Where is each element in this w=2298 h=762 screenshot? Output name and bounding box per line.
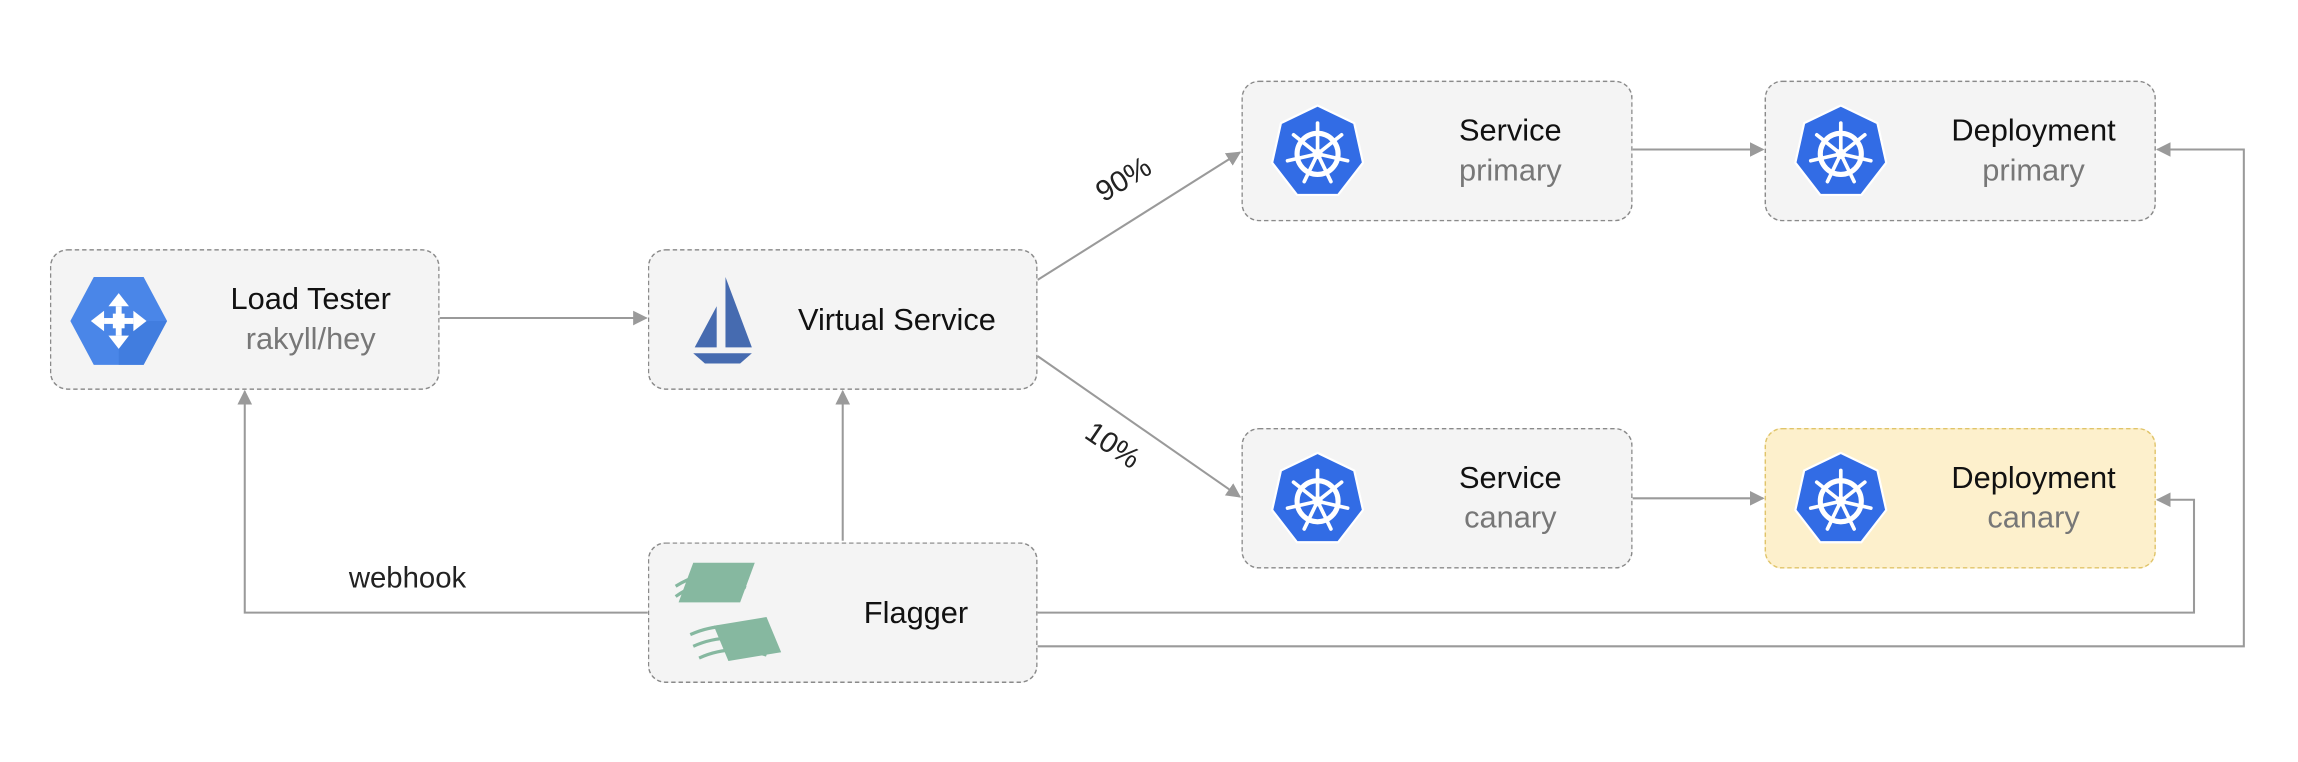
node-deployment-primary[interactable]: Deployment primary	[1764, 80, 2156, 222]
node-title: Deployment	[1951, 461, 2116, 496]
node-title: Flagger	[863, 595, 969, 630]
node-title: Load Tester	[230, 282, 391, 317]
node-deployment-canary[interactable]: Deployment canary	[1764, 427, 2156, 569]
kubernetes-wheel-icon	[1794, 104, 1888, 197]
node-service-canary[interactable]: Service canary	[1241, 427, 1633, 569]
edge-flagger-to-deployment-canary	[1037, 492, 2196, 614]
node-flagger[interactable]: Flagger	[647, 542, 1038, 683]
node-subtitle: primary	[1982, 153, 2085, 188]
node-title: Service	[1458, 114, 1562, 149]
service-primary-text: Service primary	[1389, 82, 1631, 220]
node-subtitle: canary	[1464, 501, 1557, 535]
node-title: Service	[1458, 461, 1562, 496]
deployment-primary-text: Deployment primary	[1913, 82, 2155, 220]
service-canary-text: Service canary	[1389, 429, 1631, 567]
edge-flagger-to-deployment-primary	[1037, 142, 2245, 648]
virtual-service-text: Virtual Service	[775, 251, 1018, 389]
node-subtitle: primary	[1458, 153, 1562, 188]
edge-flagger-webhook-to-loadtester	[237, 389, 648, 614]
node-subtitle: canary	[1987, 501, 2080, 535]
node-title: Deployment	[1951, 114, 2116, 149]
node-load-tester[interactable]: Load Tester rakyll/hey	[49, 249, 440, 390]
node-virtual-service[interactable]: Virtual Service	[647, 249, 1038, 390]
kubernetes-wheel-icon	[1270, 104, 1365, 197]
node-subtitle: rakyll/hey	[245, 322, 376, 357]
node-title: Virtual Service	[797, 302, 996, 337]
edge-virtualservice-to-service-canary	[1037, 355, 1242, 498]
kubernetes-wheel-icon	[1270, 451, 1365, 544]
edge-virtualservice-to-service-primary	[1037, 151, 1242, 281]
edge-label-webhook: webhook	[348, 562, 467, 596]
node-service-primary[interactable]: Service primary	[1241, 80, 1633, 222]
istio-sail-icon	[693, 276, 752, 364]
kubernetes-wheel-icon	[1794, 451, 1888, 544]
gcp-load-balancer-icon	[70, 276, 168, 365]
flagger-logo-icon	[674, 562, 782, 661]
load-tester-text: Load Tester rakyll/hey	[183, 251, 438, 389]
deployment-canary-text: Deployment canary	[1913, 429, 2155, 567]
flagger-text: Flagger	[796, 544, 1036, 682]
